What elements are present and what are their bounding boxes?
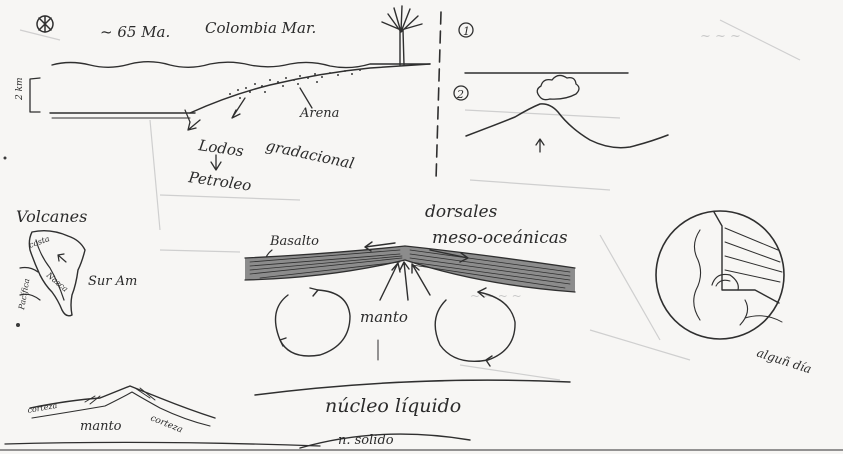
volcanes-label: Volcanes bbox=[16, 207, 87, 226]
meso-label: meso-oceánicas bbox=[432, 228, 568, 248]
cloud-icon bbox=[537, 75, 579, 99]
asterisk-mark bbox=[37, 16, 53, 32]
panel-two: 2 bbox=[454, 75, 668, 152]
depth-bracket: 2 km bbox=[15, 77, 40, 112]
corteza-right-label: corteza bbox=[149, 414, 184, 436]
panel-divider bbox=[436, 12, 441, 180]
sand-dots bbox=[229, 69, 361, 99]
lodos-label: Lodos bbox=[196, 136, 245, 160]
svg-text:~ ~ ~: ~ ~ ~ bbox=[700, 29, 741, 44]
corteza-left-label: corteza bbox=[27, 401, 58, 415]
tree-icon bbox=[382, 6, 422, 65]
bleed-through-background: ~ ~ ~ ~ ~ ~ ~ bbox=[20, 20, 800, 380]
time-label: ~ 65 Ma. bbox=[100, 23, 170, 41]
arena-label: Arena bbox=[299, 106, 339, 121]
dorsales-label: dorsales bbox=[425, 202, 498, 222]
svg-text:~ ~ ~ ~: ~ ~ ~ ~ bbox=[470, 289, 522, 303]
sediment-sketch: ~ 65 Ma. Colombia Mar. 2 km Arena gradac… bbox=[15, 6, 430, 195]
convection-cell-left bbox=[276, 290, 351, 356]
sur-am-label: Sur Am bbox=[88, 274, 137, 289]
ridge-diagram: dorsales meso-oceánicas Basalto manto nú… bbox=[245, 202, 575, 448]
liquid-core-arc bbox=[255, 380, 570, 395]
location-label: Colombia Mar. bbox=[205, 19, 316, 37]
algun-dia-label: alguñ día bbox=[755, 346, 813, 377]
earth-cross-section: alguñ día bbox=[656, 211, 813, 376]
convection-cell-right bbox=[435, 292, 515, 366]
south-america-map: Volcanes costa Nazca Pacífica Sur Am bbox=[16, 207, 137, 327]
petroleo-label: Petroleo bbox=[186, 168, 252, 195]
nucleo-solido-label: n. solido bbox=[338, 433, 394, 448]
depth-label: 2 km bbox=[15, 77, 25, 101]
manto-center-label: manto bbox=[360, 308, 408, 326]
oceanic-crust-band bbox=[245, 246, 575, 292]
costa-label: costa bbox=[28, 234, 51, 250]
basalto-label: Basalto bbox=[269, 234, 319, 249]
manto-bottom-label: manto bbox=[80, 419, 122, 434]
nucleo-liquido-label: núcleo líquido bbox=[325, 395, 461, 417]
volcano-profile bbox=[466, 104, 668, 148]
arrow-gradacional bbox=[232, 98, 245, 118]
mountain-sketch: corteza manto corteza bbox=[5, 386, 320, 446]
panel-one: 1 bbox=[459, 23, 628, 73]
arrow-lodos bbox=[188, 120, 200, 130]
sea-surface bbox=[52, 62, 430, 68]
panel-two-number: 2 bbox=[456, 88, 464, 101]
nazca-label: Nazca bbox=[44, 270, 70, 294]
gradacional-label: gradacional bbox=[264, 136, 356, 172]
panel-one-number: 1 bbox=[463, 25, 470, 38]
